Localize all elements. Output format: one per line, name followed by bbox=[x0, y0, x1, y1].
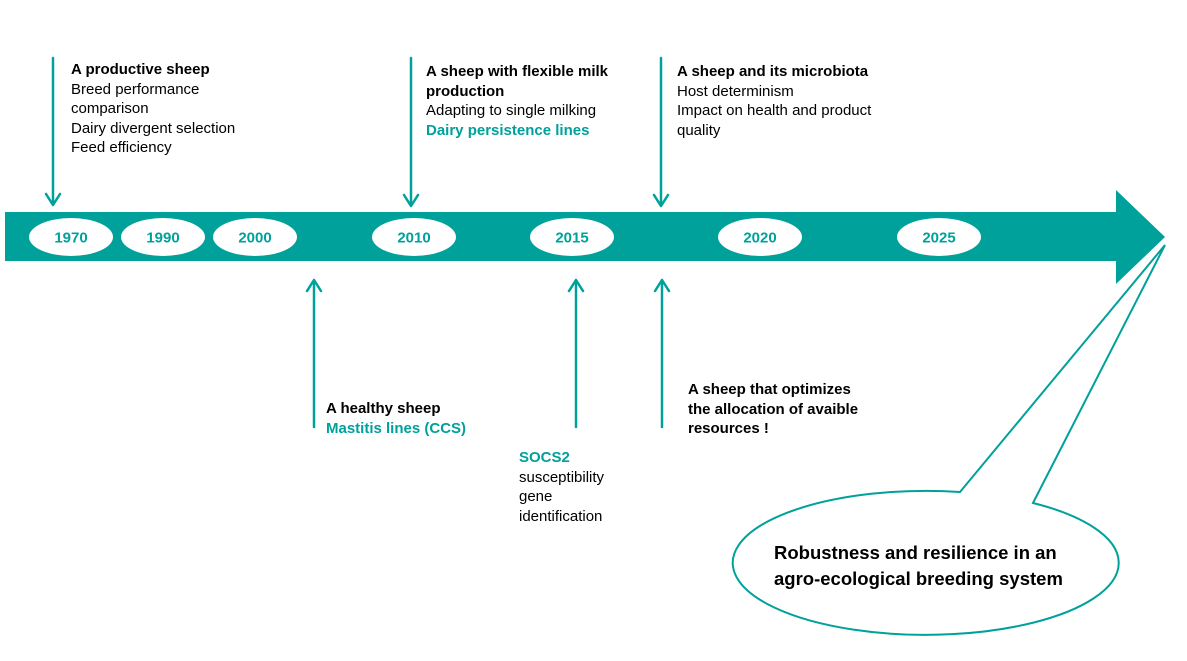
arrow-up-healthy bbox=[305, 278, 323, 429]
year-marker-1970: 1970 bbox=[29, 218, 113, 256]
event-title: A productive sheep bbox=[71, 61, 210, 78]
event-microbiota: A sheep and its microbiota Host determin… bbox=[677, 62, 871, 140]
event-line: susceptibility bbox=[519, 468, 605, 486]
event-line: gene bbox=[519, 488, 553, 505]
year-marker-1990: 1990 bbox=[121, 218, 205, 256]
year-label-1970: 1970 bbox=[54, 230, 87, 247]
event-title: A sheep and its microbiota bbox=[677, 63, 869, 80]
event-line: Host determinism bbox=[677, 82, 794, 100]
event-socs2: SOCS2 susceptibility gene identification bbox=[519, 448, 604, 526]
event-title: A healthy sheep bbox=[326, 400, 441, 417]
year-marker-2010: 2010 bbox=[372, 218, 456, 256]
event-healthy-sheep: A healthy sheep Mastitis lines (CCS) bbox=[326, 399, 466, 438]
event-flexible-milk: A sheep with flexible milk production Ad… bbox=[426, 62, 608, 140]
year-label-2010: 2010 bbox=[397, 230, 430, 247]
event-optimize-resources: A sheep that optimizes the allocation of… bbox=[688, 380, 858, 439]
event-productive-sheep: A productive sheep Breed performance com… bbox=[71, 60, 235, 158]
event-line: Breed performance bbox=[71, 80, 200, 98]
event-title: the allocation of avaible bbox=[688, 400, 859, 418]
event-title: A sheep with flexible milk bbox=[426, 63, 608, 80]
event-title: resources ! bbox=[688, 420, 769, 437]
bubble-line: agro-ecological breeding system bbox=[774, 568, 1063, 589]
event-title: production bbox=[426, 82, 505, 100]
event-accent: Dairy persistence lines bbox=[426, 121, 590, 139]
bubble-line: Robustness and resilience in an bbox=[774, 542, 1057, 563]
event-line: quality bbox=[677, 121, 721, 139]
year-marker-2025: 2025 bbox=[897, 218, 981, 256]
arrow-down-productive bbox=[44, 56, 62, 207]
event-accent: Mastitis lines (CCS) bbox=[326, 419, 467, 437]
event-line: Impact on health and product bbox=[677, 102, 872, 119]
year-marker-2000: 2000 bbox=[213, 218, 297, 256]
year-label-2015: 2015 bbox=[555, 230, 588, 247]
arrow-up-optimize bbox=[653, 278, 671, 429]
event-line: identification bbox=[519, 507, 603, 525]
year-label-2000: 2000 bbox=[238, 230, 271, 247]
arrow-down-microbiota bbox=[652, 56, 670, 208]
bubble-text: Robustness and resilience in an agro-eco… bbox=[774, 540, 1063, 592]
year-label-2020: 2020 bbox=[743, 230, 776, 247]
year-marker-2015: 2015 bbox=[530, 218, 614, 256]
event-line: Adapting to single milking bbox=[426, 102, 597, 119]
arrow-down-flexible bbox=[402, 56, 420, 208]
year-label-1990: 1990 bbox=[146, 230, 179, 247]
speech-bubble bbox=[731, 244, 1166, 636]
arrow-up-socs2 bbox=[567, 278, 585, 429]
event-line: Feed efficiency bbox=[71, 139, 172, 156]
year-marker-2020: 2020 bbox=[718, 218, 802, 256]
year-label-2025: 2025 bbox=[922, 230, 955, 247]
event-line: comparison bbox=[71, 100, 149, 117]
event-title: A sheep that optimizes bbox=[688, 381, 851, 398]
event-accent: SOCS2 bbox=[519, 449, 570, 466]
event-line: Dairy divergent selection bbox=[71, 119, 236, 137]
